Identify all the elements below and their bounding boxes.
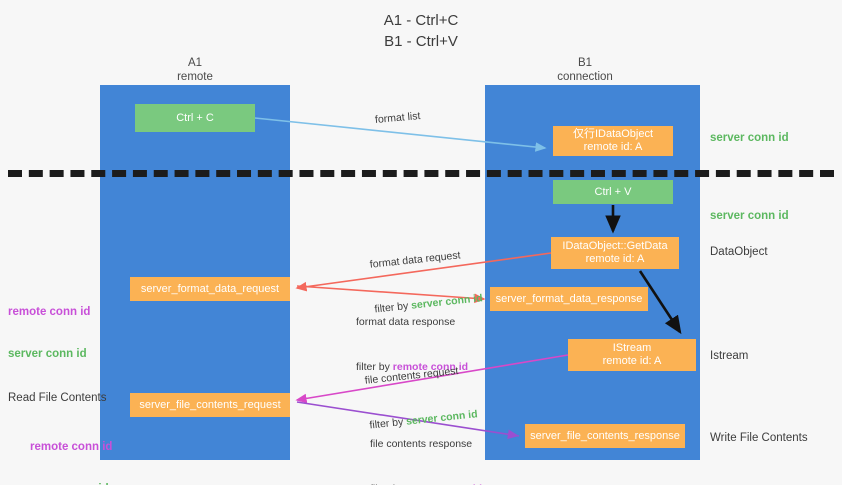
- column-header-a1: A1 remote: [177, 57, 213, 83]
- filter-value-remote-conn-id: remote conn id: [407, 483, 482, 485]
- box-istream-line2: remote id: A: [602, 355, 662, 367]
- box-istream[interactable]: IStream remote id: A: [568, 339, 696, 371]
- box-ctrl-c-label: Ctrl + C: [176, 111, 214, 124]
- box-ctrl-v-label: Ctrl + V: [594, 185, 632, 198]
- annotation-istream: Istream: [710, 350, 749, 362]
- box-getdata-line1: IDataObject::GetData: [562, 240, 668, 252]
- box-istream-line1: IStream: [612, 342, 652, 354]
- edge-label-format-list: format list: [374, 110, 421, 126]
- edge-label-format-data-response-title: format data response: [356, 316, 456, 328]
- box-server-file-contents-request-label: server_file_contents_request: [139, 398, 281, 411]
- box-idataobject-getdata[interactable]: IDataObject::GetData remote id: A: [551, 237, 679, 269]
- filter-prefix: filter by: [356, 361, 393, 373]
- page-title: A1 - Ctrl+C B1 - Ctrl+V: [383, 12, 459, 50]
- box-ctrl-v[interactable]: Ctrl + V: [553, 180, 673, 204]
- filter-value-remote-conn-id: remote conn id: [392, 361, 469, 373]
- edge-label-format-data-response: format data response filter by remote co…: [356, 285, 468, 405]
- annotation-server-conn-id-mid: server conn id: [710, 210, 789, 222]
- box-server-file-contents-request[interactable]: server_file_contents_request: [130, 393, 290, 417]
- edge-label-format-data-request-title: format data request: [369, 249, 462, 271]
- annotation-conn-id-group-1: remote conn id server conn id: [8, 277, 90, 389]
- annotation-conn-id-group-2: remote conn id server conn id: [30, 412, 112, 485]
- annotation-remote-conn-id-1: remote conn id: [8, 306, 91, 318]
- box-getdata-line2: remote id: A: [585, 253, 645, 265]
- annotation-remote-conn-id-2: remote conn id: [30, 441, 113, 453]
- box-server-file-contents-response[interactable]: server_file_contents_response: [525, 424, 685, 448]
- filter-prefix: filter by: [370, 483, 407, 485]
- box-ctrl-c[interactable]: Ctrl + C: [135, 104, 255, 132]
- column-header-b1: B1 connection: [557, 57, 613, 83]
- box-idataobject[interactable]: 仅行IDataObject remote id: A: [553, 126, 673, 156]
- edge-label-format-data-response-filter: filter by remote conn id: [356, 360, 468, 375]
- edge-label-file-contents-response-filter: filter by remote conn id: [370, 482, 482, 485]
- box-server-format-data-response-label: server_format_data_response: [495, 292, 643, 305]
- dashed-separator: [8, 170, 834, 177]
- box-server-format-data-response[interactable]: server_format_data_response: [490, 287, 648, 311]
- box-idataobject-line2: remote id: A: [583, 141, 643, 153]
- box-server-format-data-request-label: server_format_data_request: [140, 282, 280, 295]
- box-server-file-contents-response-label: server_file_contents_response: [530, 429, 680, 442]
- annotation-read-file-contents: Read File Contents: [8, 392, 107, 404]
- box-idataobject-line1: 仅行IDataObject: [572, 128, 654, 140]
- annotation-write-file-contents: Write File Contents: [710, 432, 808, 444]
- annotation-server-conn-id-top: server conn id: [710, 132, 789, 144]
- annotation-server-conn-id-2: server conn id: [30, 482, 112, 485]
- edge-label-file-contents-response-title: file contents response: [370, 438, 473, 450]
- annotation-data-object: DataObject: [710, 246, 768, 258]
- edge-label-file-contents-response: file contents response filter by remote …: [370, 407, 482, 485]
- annotation-server-conn-id-1: server conn id: [8, 348, 87, 360]
- box-server-format-data-request[interactable]: server_format_data_request: [130, 277, 290, 301]
- edge-label-file-contents-request-title: file contents request: [364, 365, 459, 387]
